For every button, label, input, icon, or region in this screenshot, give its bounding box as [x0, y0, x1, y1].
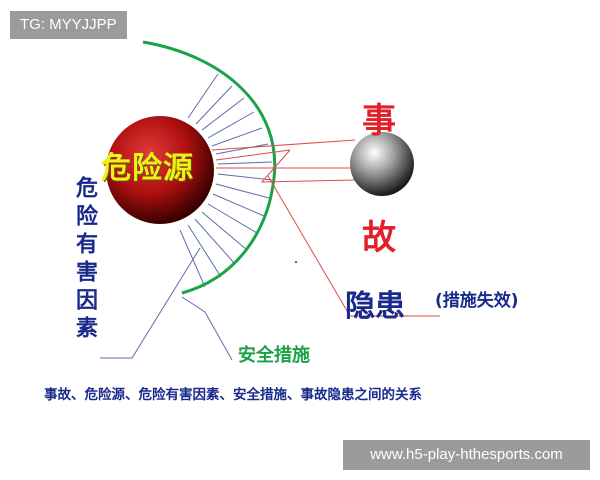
site-watermark: www.h5-play-hthesports.com: [343, 440, 590, 470]
leader-lines: [100, 247, 233, 361]
accident-label-bottom: 故: [362, 218, 396, 258]
telegram-badge: TG: MYYJJPP: [10, 11, 127, 39]
stray-dot: [294, 260, 298, 264]
hazard-source-ball: [106, 116, 214, 224]
safety-measures-label: 安全措施: [238, 345, 310, 366]
hazard-source-label: 危险源: [101, 151, 194, 186]
safety-barrier-arc: [142, 40, 277, 295]
accident-label-top: 事: [362, 101, 396, 141]
diagram-caption: 事故、危险源、危险有害因素、安全措施、事故隐患之间的关系: [44, 387, 422, 403]
measure-failure-label: (措施失效): [435, 291, 519, 311]
hidden-danger-label: 隐患: [345, 289, 405, 324]
hazard-factors-label: 危险有害因素: [72, 176, 97, 344]
hazard-hatch-lines: [179, 73, 273, 288]
accident-ball: [350, 132, 414, 196]
hazard-to-accident-lines: [211, 139, 440, 317]
